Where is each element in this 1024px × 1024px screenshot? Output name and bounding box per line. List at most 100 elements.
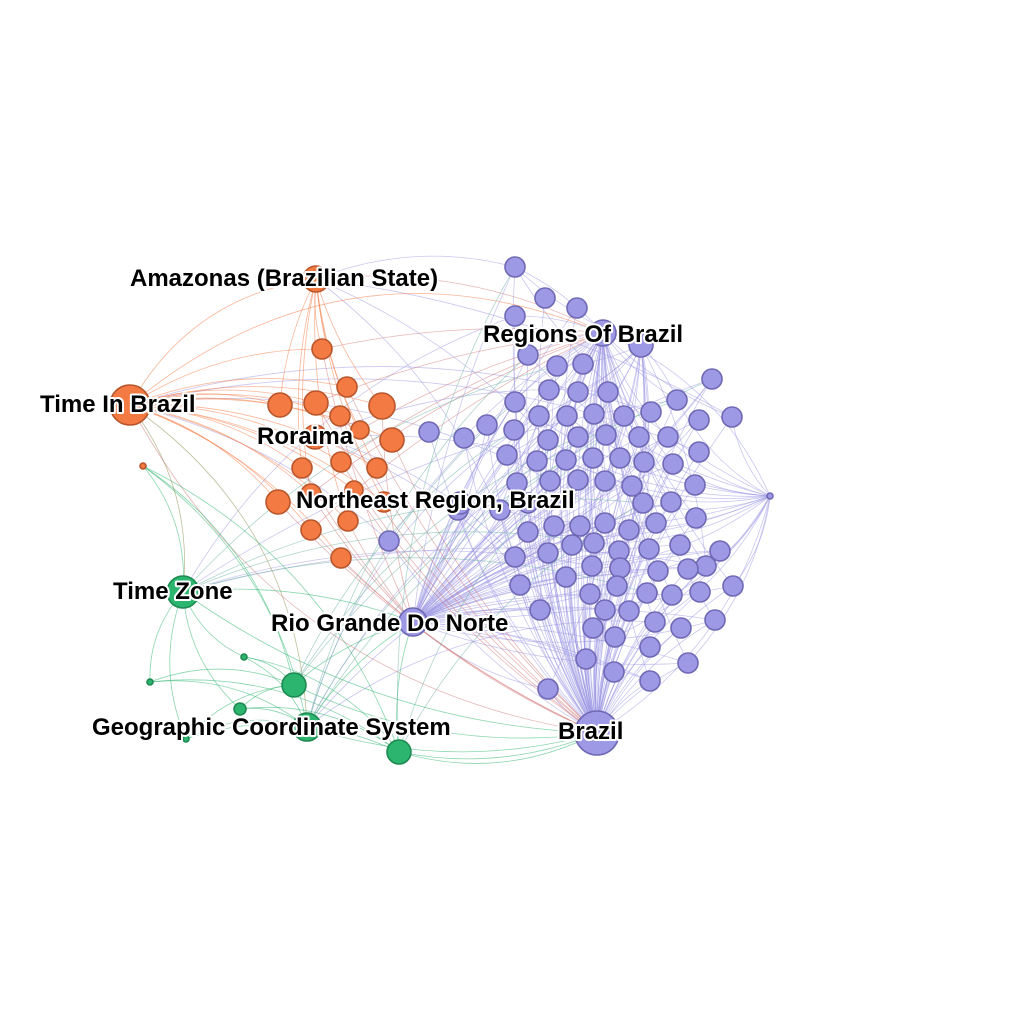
graph-node bbox=[721, 406, 743, 428]
graph-node bbox=[640, 401, 662, 423]
graph-node bbox=[496, 444, 518, 466]
graph-node bbox=[509, 574, 531, 596]
graph-node bbox=[636, 582, 658, 604]
graph-edge bbox=[602, 332, 733, 418]
graph-node bbox=[337, 510, 359, 532]
graph-edge bbox=[396, 621, 414, 753]
graph-node bbox=[670, 617, 692, 639]
graph-node bbox=[579, 583, 601, 605]
graph-edge bbox=[129, 404, 349, 522]
graph-edge bbox=[185, 684, 295, 740]
graph-node bbox=[182, 735, 190, 743]
graph-node bbox=[583, 403, 605, 425]
graph-edge bbox=[182, 591, 598, 734]
graph-edge bbox=[549, 332, 604, 482]
hub-node-regions2 bbox=[628, 332, 654, 358]
graph-node bbox=[311, 338, 333, 360]
graph-edge bbox=[142, 465, 295, 686]
graph-node bbox=[303, 390, 329, 416]
graph-node bbox=[572, 353, 594, 375]
hub-node-g2 bbox=[281, 672, 307, 698]
graph-node bbox=[546, 355, 568, 377]
graph-node bbox=[330, 547, 352, 569]
graph-edge bbox=[412, 307, 578, 623]
graph-node bbox=[350, 420, 370, 440]
graph-edge bbox=[182, 557, 648, 594]
graph-node bbox=[666, 389, 688, 411]
graph-node bbox=[595, 424, 617, 446]
graph-edge bbox=[600, 332, 651, 682]
node-layer bbox=[109, 256, 774, 765]
hub-node-brazil bbox=[574, 710, 620, 756]
graph-edge bbox=[293, 684, 598, 739]
graph-node bbox=[677, 558, 699, 580]
graph-edge bbox=[397, 266, 516, 753]
graph-node bbox=[336, 376, 358, 398]
graph-edge bbox=[129, 404, 185, 593]
graph-node bbox=[504, 391, 526, 413]
graph-edge bbox=[315, 275, 604, 334]
graph-edge bbox=[129, 404, 390, 542]
graph-node bbox=[639, 670, 661, 692]
graph-edge bbox=[340, 557, 598, 734]
label-regions-of-brazil: Regions Of Brazil bbox=[483, 321, 683, 348]
graph-node bbox=[657, 426, 679, 448]
graph-edge bbox=[654, 495, 771, 623]
label-roraima: Roraima bbox=[257, 423, 354, 450]
graph-edge bbox=[513, 332, 604, 431]
hub-node-northeast bbox=[448, 491, 472, 515]
graph-edge bbox=[602, 332, 669, 438]
graph-edge bbox=[412, 479, 579, 623]
graph-node bbox=[146, 678, 154, 686]
graph-node bbox=[704, 609, 726, 631]
graph-node bbox=[677, 652, 699, 674]
graph-node bbox=[662, 453, 684, 475]
graph-node bbox=[709, 540, 731, 562]
graph-node bbox=[555, 449, 577, 471]
graph-node bbox=[556, 405, 578, 427]
graph-edge bbox=[412, 479, 579, 623]
hub-node-roraima bbox=[302, 424, 328, 450]
graph-node bbox=[344, 480, 364, 500]
graph-node bbox=[582, 617, 604, 639]
graph-node bbox=[534, 287, 556, 309]
hub-node-regions bbox=[589, 319, 617, 347]
graph-node bbox=[701, 368, 723, 390]
graph-edge bbox=[129, 348, 323, 406]
graph-node bbox=[561, 534, 583, 556]
graph-node bbox=[660, 491, 682, 513]
graph-node bbox=[418, 421, 440, 443]
graph-node bbox=[638, 538, 660, 560]
graph-edge bbox=[412, 621, 689, 665]
graph-node bbox=[489, 499, 511, 521]
graph-node bbox=[618, 600, 640, 622]
graph-edge bbox=[527, 531, 598, 734]
graph-node bbox=[504, 256, 526, 278]
graph-edge bbox=[129, 378, 348, 406]
graph-node bbox=[517, 492, 539, 514]
graph-edge bbox=[243, 656, 400, 753]
graph-node bbox=[526, 450, 548, 472]
graph-edge bbox=[149, 680, 308, 728]
graph-node bbox=[538, 379, 560, 401]
graph-edge bbox=[391, 439, 598, 734]
graph-edge bbox=[321, 327, 604, 350]
graph-node bbox=[583, 532, 605, 554]
graph-node bbox=[368, 392, 396, 420]
graph-node bbox=[594, 512, 616, 534]
graph-edge bbox=[457, 509, 598, 734]
graph-edge bbox=[306, 620, 656, 728]
graph-edge bbox=[315, 278, 378, 469]
graph-node bbox=[567, 426, 589, 448]
graph-node bbox=[575, 648, 597, 670]
graph-edge bbox=[129, 278, 317, 406]
graph-node bbox=[300, 519, 322, 541]
graph-edge bbox=[314, 436, 587, 660]
graph-edge bbox=[398, 732, 598, 764]
graph-node bbox=[645, 512, 667, 534]
graph-edge bbox=[315, 255, 516, 280]
graph-edge bbox=[129, 293, 604, 406]
graph-node bbox=[373, 491, 395, 513]
graph-edge bbox=[129, 386, 383, 407]
graph-node bbox=[453, 427, 475, 449]
